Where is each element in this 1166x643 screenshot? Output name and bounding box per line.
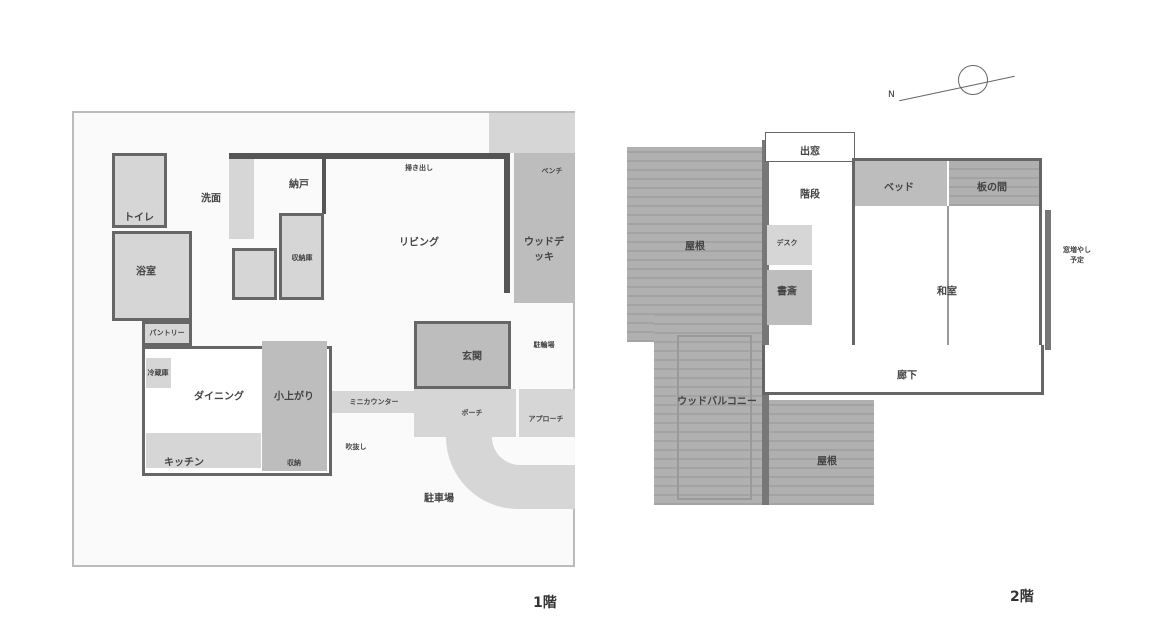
label-bench: ベンチ (541, 167, 563, 175)
label-pantry: パントリー (149, 329, 185, 337)
label-window: 掃き出し (405, 164, 433, 172)
room-approach (519, 389, 575, 437)
floor1-plan: トイレ 洗面 納戸 リビング 掃き出し ベンチ ウッドデッキ 浴室 収納庫 パン… (72, 111, 575, 567)
window-wall (1045, 210, 1051, 350)
tatami-divider (947, 206, 949, 346)
label-desk: デスク (776, 239, 798, 247)
room-porch (414, 389, 516, 437)
balcony-inner (677, 335, 752, 500)
label-kitchen: キッチン (164, 457, 204, 469)
label-washitsu: 和室 (937, 286, 957, 298)
kitchen-counter (146, 433, 261, 468)
storeroom-wall (322, 159, 326, 214)
label-note: 窓増やし予定 (1063, 246, 1091, 264)
room-storeroom-shelf (229, 159, 254, 239)
north-arrow-line (899, 75, 1015, 102)
label-hall: 廊下 (897, 370, 917, 382)
label-living: リビング (399, 237, 439, 249)
label-entrance: 玄関 (462, 351, 482, 363)
roof-bottom (762, 400, 874, 505)
room-fridge (146, 358, 171, 388)
room-stairs (232, 248, 277, 300)
floor1-caption: 1階 (533, 595, 557, 611)
roof-left (627, 147, 762, 342)
label-parking: 駐車場 (424, 493, 454, 505)
room-hall (762, 345, 1044, 395)
label-counter: ミニカウンター (349, 398, 399, 406)
compass-circle (958, 65, 988, 95)
label-balcony: ウッドバルコニー (677, 396, 757, 408)
label-fridge: 冷蔵庫 (147, 369, 169, 377)
label-porch: ポーチ (461, 409, 483, 417)
room-desk (767, 225, 812, 265)
label-bike: 駐輪場 (533, 341, 555, 349)
divider-wall (762, 140, 769, 505)
label-roof2: 屋根 (817, 456, 837, 468)
room-raised (262, 341, 327, 471)
compass: N (888, 60, 1018, 110)
label-void: 吹抜し (345, 443, 367, 451)
label-study: 書斎 (777, 286, 797, 298)
room-wood-deck (514, 153, 575, 303)
label-wood-floor: 板の間 (977, 182, 1007, 194)
room-toilet (112, 153, 167, 228)
room-storage (279, 213, 324, 300)
label-bay: 出窓 (800, 146, 820, 158)
room-bay (765, 132, 855, 162)
top-wall (229, 153, 509, 159)
label-closet: 収納 (287, 459, 301, 467)
room-pantry (142, 321, 192, 346)
compass-north-label: N (888, 90, 895, 100)
living-right-wall (504, 153, 510, 293)
label-toilet: トイレ (124, 212, 154, 224)
room-balcony (654, 315, 764, 505)
label-wood-deck: ウッドデッキ (524, 237, 564, 263)
label-dining: ダイニング (194, 391, 244, 403)
room-counter (332, 391, 417, 413)
room-bed (855, 161, 947, 206)
label-bath: 浴室 (136, 266, 156, 278)
label-raised: 小上がり (274, 391, 314, 403)
label-stairs: 階段 (800, 189, 820, 201)
floor2-caption: 2階 (1010, 589, 1034, 605)
floor2-plan: 屋根 ウッドバルコニー 屋根 出窓 階段 デスク 書斎 ベッド 板の間 和室 窓… (627, 130, 1091, 510)
room-bath (112, 231, 192, 321)
label-roof1: 屋根 (685, 241, 705, 253)
room-wood-floor (949, 161, 1039, 206)
room-study (767, 270, 812, 325)
driveway-inner (492, 437, 575, 465)
deck-top (489, 113, 575, 153)
room-entrance (414, 321, 511, 389)
label-bed: ベッド (884, 182, 914, 194)
label-approach: アプローチ (528, 415, 564, 423)
label-storeroom: 納戸 (289, 179, 309, 191)
label-storage: 収納庫 (291, 254, 313, 262)
label-washroom: 洗面 (201, 193, 221, 205)
